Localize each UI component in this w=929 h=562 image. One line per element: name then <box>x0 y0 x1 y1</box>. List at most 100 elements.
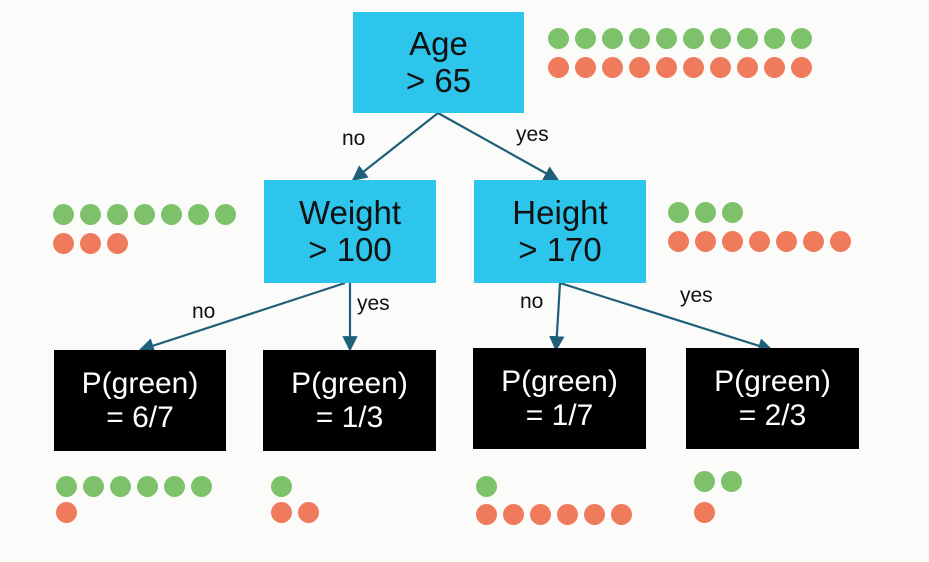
edge-label-weight-leaf2: yes <box>357 292 390 315</box>
edge-height-leaf4 <box>559 281 774 354</box>
green-sample-dot <box>271 476 292 497</box>
node-height-line2: > 170 <box>518 230 602 268</box>
red-sample-dot <box>530 504 551 525</box>
red-sample-dot <box>557 504 578 525</box>
green-sample-dot <box>721 471 742 492</box>
node-weight-line2: > 100 <box>308 230 392 268</box>
leaf-node-3-line1: P(green) <box>501 364 618 398</box>
edge-age-height <box>437 112 560 181</box>
dots-weight-red <box>53 233 128 254</box>
node-height-line1: Height <box>512 193 608 231</box>
dots-leaf4-red <box>694 502 715 523</box>
leaf-node-1-line1: P(green) <box>81 366 199 400</box>
green-sample-dot <box>764 28 785 49</box>
red-sample-dot <box>611 504 632 525</box>
leaf-node-2: P(green) = 1/3 <box>263 350 436 451</box>
green-sample-dot <box>80 204 101 225</box>
edge-label-height-leaf3: no <box>520 290 544 313</box>
edge-label-age-weight: no <box>342 127 366 150</box>
green-sample-dot <box>575 28 596 49</box>
node-age-line2: > 65 <box>405 61 472 99</box>
leaf-node-2-line2: = 1/3 <box>315 400 384 434</box>
green-sample-dot <box>791 28 812 49</box>
leaf-node-1-line2: = 6/7 <box>106 400 174 434</box>
red-sample-dot <box>722 231 743 252</box>
green-sample-dot <box>695 202 716 223</box>
node-weight-line1: Weight <box>298 193 402 231</box>
green-sample-dot <box>188 204 209 225</box>
leaf-node-4-line2: = 2/3 <box>738 398 807 432</box>
red-sample-dot <box>668 231 689 252</box>
green-sample-dot <box>722 202 743 223</box>
dots-weight-green <box>53 204 236 225</box>
dots-height-green <box>668 202 743 223</box>
red-sample-dot <box>710 57 731 78</box>
node-height: Height > 170 <box>474 180 646 283</box>
dots-age-red <box>548 57 812 78</box>
green-sample-dot <box>656 28 677 49</box>
dots-height-red <box>668 231 851 252</box>
green-sample-dot <box>134 204 155 225</box>
edge-height-leaf3 <box>549 282 565 352</box>
green-sample-dot <box>110 476 131 497</box>
red-sample-dot <box>629 57 650 78</box>
red-sample-dot <box>694 502 715 523</box>
red-sample-dot <box>53 233 74 254</box>
node-weight: Weight > 100 <box>264 180 436 283</box>
red-sample-dot <box>298 502 319 523</box>
green-sample-dot <box>137 476 158 497</box>
dots-leaf2-red <box>271 502 319 523</box>
red-sample-dot <box>656 57 677 78</box>
edge-label-age-height: yes <box>516 123 549 146</box>
red-sample-dot <box>107 233 128 254</box>
green-sample-dot <box>476 476 497 497</box>
red-sample-dot <box>791 57 812 78</box>
green-sample-dot <box>107 204 128 225</box>
red-sample-dot <box>749 231 770 252</box>
red-sample-dot <box>830 231 851 252</box>
green-sample-dot <box>629 28 650 49</box>
red-sample-dot <box>602 57 623 78</box>
red-sample-dot <box>271 502 292 523</box>
green-sample-dot <box>164 476 185 497</box>
edge-label-height-leaf4: yes <box>680 284 713 307</box>
red-sample-dot <box>476 504 497 525</box>
dots-age-green <box>548 28 812 49</box>
red-sample-dot <box>575 57 596 78</box>
green-sample-dot <box>191 476 212 497</box>
dots-leaf1-green <box>56 476 212 497</box>
edge-age-weight <box>351 112 439 181</box>
red-sample-dot <box>503 504 524 525</box>
leaf-node-1: P(green) = 6/7 <box>54 350 226 451</box>
node-age-line1: Age <box>409 24 468 62</box>
green-sample-dot <box>694 471 715 492</box>
green-sample-dot <box>83 476 104 497</box>
red-sample-dot <box>695 231 716 252</box>
node-age: Age > 65 <box>353 12 524 113</box>
edge-label-weight-leaf1: no <box>192 300 216 323</box>
dots-leaf4-green <box>694 471 742 492</box>
red-sample-dot <box>683 57 704 78</box>
leaf-node-3: P(green) = 1/7 <box>473 348 646 449</box>
green-sample-dot <box>161 204 182 225</box>
edge-weight-leaf1 <box>138 281 346 354</box>
dots-leaf1-red <box>56 502 77 523</box>
red-sample-dot <box>776 231 797 252</box>
green-sample-dot <box>215 204 236 225</box>
green-sample-dot <box>53 204 74 225</box>
red-sample-dot <box>764 57 785 78</box>
leaf-node-4: P(green) = 2/3 <box>686 348 859 449</box>
green-sample-dot <box>56 476 77 497</box>
green-sample-dot <box>737 28 758 49</box>
leaf-node-4-line1: P(green) <box>714 364 831 398</box>
leaf-node-3-line2: = 1/7 <box>525 398 594 432</box>
green-sample-dot <box>683 28 704 49</box>
dots-leaf3-green <box>476 476 497 497</box>
red-sample-dot <box>803 231 824 252</box>
red-sample-dot <box>56 502 77 523</box>
green-sample-dot <box>602 28 623 49</box>
green-sample-dot <box>668 202 689 223</box>
red-sample-dot <box>80 233 101 254</box>
